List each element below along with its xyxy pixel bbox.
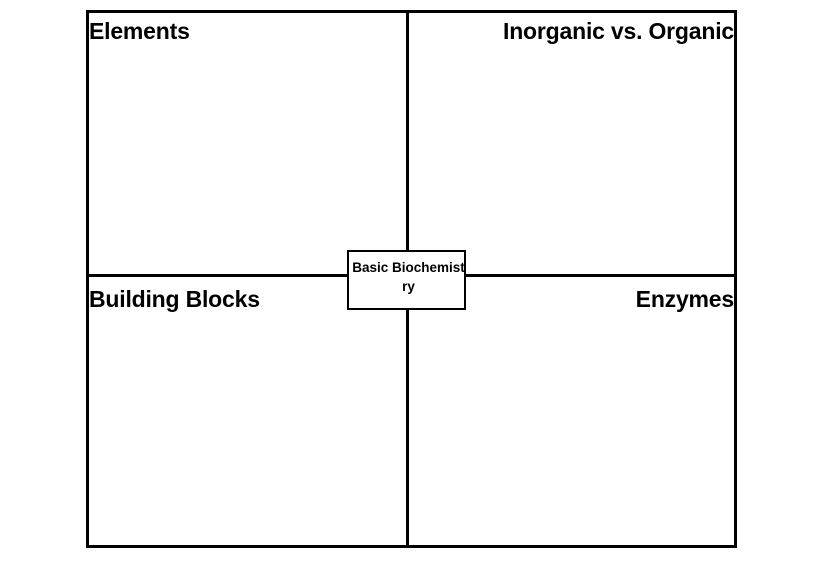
- diagram-outer-frame: Elements Inorganic vs. Organic Building …: [86, 10, 737, 548]
- quadrant-label-bottom-left: Building Blocks: [89, 286, 260, 312]
- center-node-label: Basic Biochemistry: [352, 260, 465, 294]
- quadrant-label-top-right: Inorganic vs. Organic: [503, 18, 734, 44]
- quadrant-label-bottom-right: Enzymes: [635, 286, 735, 312]
- center-node-box: Basic Biochemistry: [347, 250, 466, 310]
- quadrant-label-top-left: Elements: [89, 18, 190, 44]
